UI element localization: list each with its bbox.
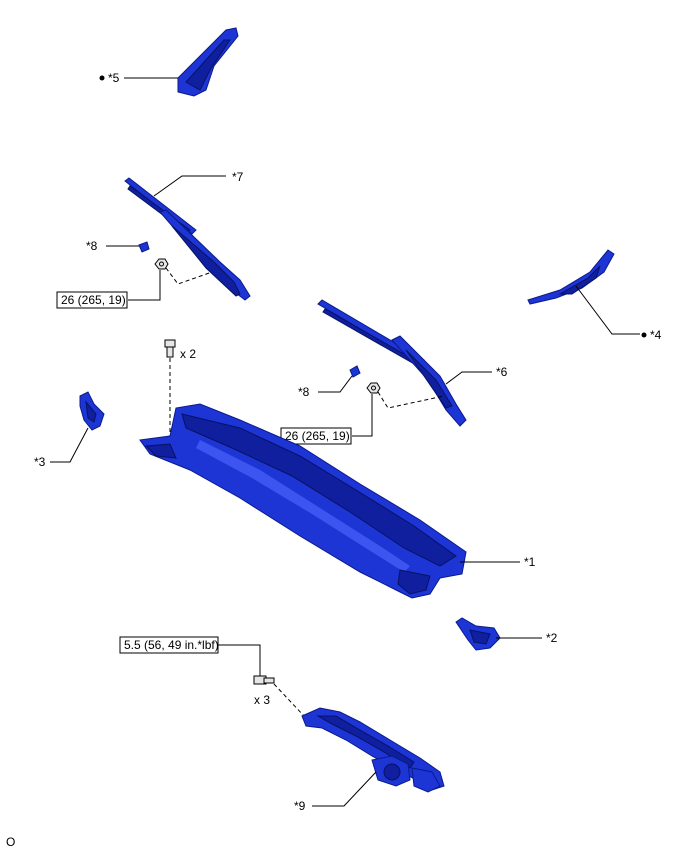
cowl-side-cover-part — [177, 27, 239, 97]
leader-line — [50, 427, 89, 463]
torque-box-right — [280, 427, 352, 445]
wiper-arm-cap-left — [138, 241, 150, 253]
torque-value-motor: 5.5 (56, 49 in.*lbf) — [124, 638, 219, 652]
leader-line — [128, 270, 161, 301]
cowl-retainer-right — [455, 617, 501, 651]
wiper-arm-nut-left — [154, 258, 169, 270]
leader-line — [445, 371, 492, 385]
callout-label-2: *2 — [546, 631, 558, 645]
wiper-arm-cap-right — [349, 365, 361, 378]
leader-line — [312, 771, 377, 807]
callout-label-6: *6 — [496, 365, 508, 379]
torque-box-left — [56, 291, 128, 309]
callout-label-8a: *8 — [86, 239, 98, 253]
figure-id: O — [6, 835, 15, 849]
callout-label-1: *1 — [524, 555, 536, 569]
wiper-arm-left — [159, 209, 251, 301]
cowl-top-ventilator-louver — [139, 403, 467, 599]
dashed-install-line — [165, 267, 213, 285]
dashed-install-line — [377, 391, 445, 409]
cowl-clip-left — [79, 391, 105, 431]
wiper-arm-nut-right — [366, 382, 381, 394]
leader-line — [575, 285, 640, 335]
wiper-link-bolt — [253, 675, 275, 685]
dashed-install-line — [273, 683, 305, 717]
callout-label-3: *3 — [34, 455, 46, 469]
callout-label-9: *9 — [294, 799, 306, 813]
callout-dot — [641, 332, 647, 338]
torque-value-right: 26 (265, 19) — [285, 429, 350, 443]
wiper-motor-and-link-assembly — [301, 707, 445, 793]
torque-value-left: 26 (265, 19) — [61, 293, 126, 307]
front-wiper-blade-left — [124, 177, 197, 235]
quantity-label-link-bolt: x 3 — [254, 693, 270, 707]
leader-line — [218, 644, 261, 676]
callout-label-4: *4 — [650, 328, 662, 342]
callout-dot — [99, 75, 105, 81]
cowl-panel-bolt — [164, 339, 176, 358]
callout-label-7: *7 — [232, 170, 244, 184]
wiper-arm-right — [391, 335, 467, 427]
leader-line — [352, 394, 373, 437]
callout-label-8b: *8 — [298, 385, 310, 399]
leader-line — [153, 175, 226, 197]
callout-label-5: *5 — [108, 71, 120, 85]
quantity-label-cowl-bolt: x 2 — [180, 347, 196, 361]
cowl-side-seal-right — [527, 249, 615, 305]
leader-line — [318, 375, 353, 393]
